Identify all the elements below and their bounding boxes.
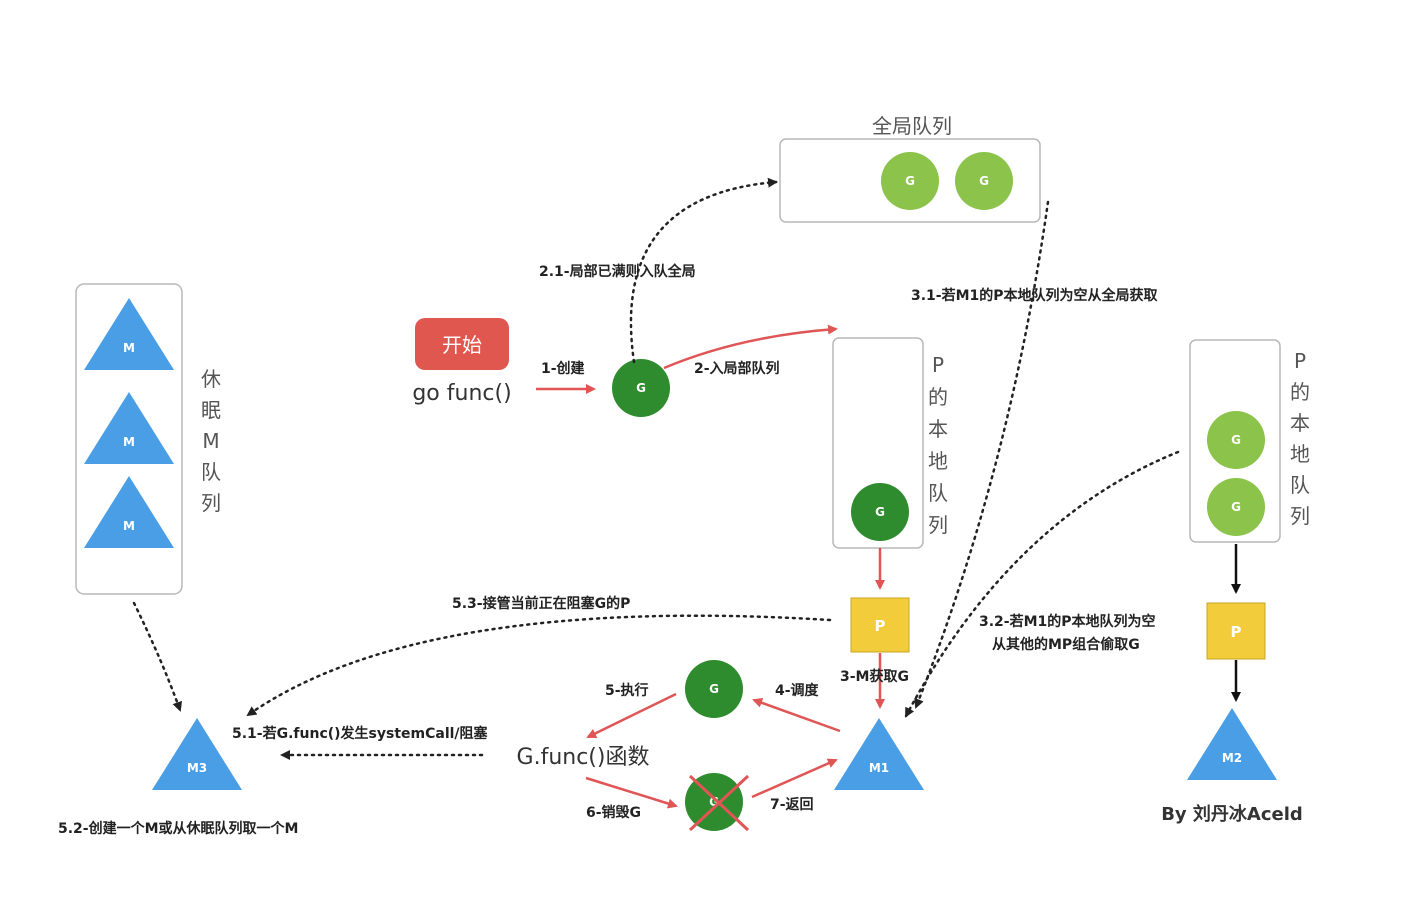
svg-text:开始: 开始 [442, 333, 482, 357]
arrow-to-local-queue [663, 324, 838, 370]
step-3-2-label-a: 3.2-若M1的P本地队列为空 [979, 613, 1156, 630]
arrow-execute [586, 692, 677, 739]
step-2-label: 2-入局部队列 [694, 360, 780, 377]
destroyed-g: G [685, 773, 750, 832]
step-5-label: 5-执行 [605, 682, 649, 699]
step-5-3-label: 5.3-接管当前正在阻塞G的P [452, 595, 630, 612]
m2-thread: M2 [1187, 708, 1277, 780]
arrow-idle-to-m3 [132, 601, 182, 712]
step-3-2-label-b: 从其他的MP组合偷取G [992, 636, 1140, 653]
m1-thread: M1 [834, 718, 924, 790]
svg-text:P: P [875, 617, 886, 635]
svg-text:M: M [123, 519, 135, 533]
new-g: G [612, 359, 670, 417]
p2-queue-g-1: G [1207, 411, 1265, 469]
global-g-2: G [955, 152, 1013, 210]
svg-text:G: G [875, 505, 885, 519]
step-6-label: 6-销毁G [586, 804, 641, 821]
arrow-global-to-m1 [914, 200, 1050, 709]
start-badge: 开始 [415, 318, 509, 370]
p1-processor: P [850, 597, 910, 653]
arrow-return [751, 758, 838, 799]
idle-m-2: M [84, 392, 174, 464]
step-3-label: 3-M获取G [840, 668, 909, 685]
arrow-to-global-queue [629, 177, 778, 364]
global-queue-label: 全局队列 [872, 114, 952, 138]
svg-text:M: M [123, 435, 135, 449]
step-7-label: 7-返回 [770, 796, 814, 813]
go-func-label: go func() [412, 381, 511, 406]
step-2-1-label: 2.1-局部已满则入队全局 [539, 263, 696, 280]
p2-processor: P [1206, 602, 1266, 660]
svg-text:G: G [905, 174, 915, 188]
svg-text:G: G [1231, 433, 1241, 447]
gfunc-label: G.func()函数 [517, 745, 650, 770]
arrow-steal-to-m1 [904, 450, 1180, 718]
p1-queue-g: G [851, 483, 909, 541]
step-1-label: 1-创建 [541, 360, 585, 377]
svg-text:M1: M1 [869, 761, 889, 775]
p2-queue-g-2: G [1207, 478, 1265, 536]
step-5-1-label: 5.1-若G.func()发生systemCall/阻塞 [232, 725, 489, 742]
m3-thread: M3 [152, 718, 242, 790]
svg-text:G: G [709, 795, 719, 809]
arrow-destroy [585, 776, 678, 809]
step-5-2-label: 5.2-创建一个M或从休眠队列取一个M [58, 820, 298, 837]
step-4-label: 4-调度 [775, 682, 820, 699]
svg-text:M3: M3 [187, 761, 207, 775]
svg-text:P: P [1231, 623, 1242, 641]
svg-text:M: M [123, 341, 135, 355]
svg-text:G: G [979, 174, 989, 188]
idle-m-3: M [84, 476, 174, 548]
idle-m-1: M [84, 298, 174, 370]
author-label: By 刘丹冰Aceld [1161, 803, 1303, 825]
svg-text:G: G [709, 682, 719, 696]
step-3-1-label: 3.1-若M1的P本地队列为空从全局获取 [911, 287, 1159, 304]
svg-text:G: G [1231, 500, 1241, 514]
executing-g: G [685, 660, 743, 718]
arrow-takeover-p [246, 614, 832, 717]
global-g-1: G [881, 152, 939, 210]
svg-text:G: G [636, 381, 646, 395]
arrow-schedule [752, 698, 841, 733]
svg-text:M2: M2 [1222, 751, 1242, 765]
